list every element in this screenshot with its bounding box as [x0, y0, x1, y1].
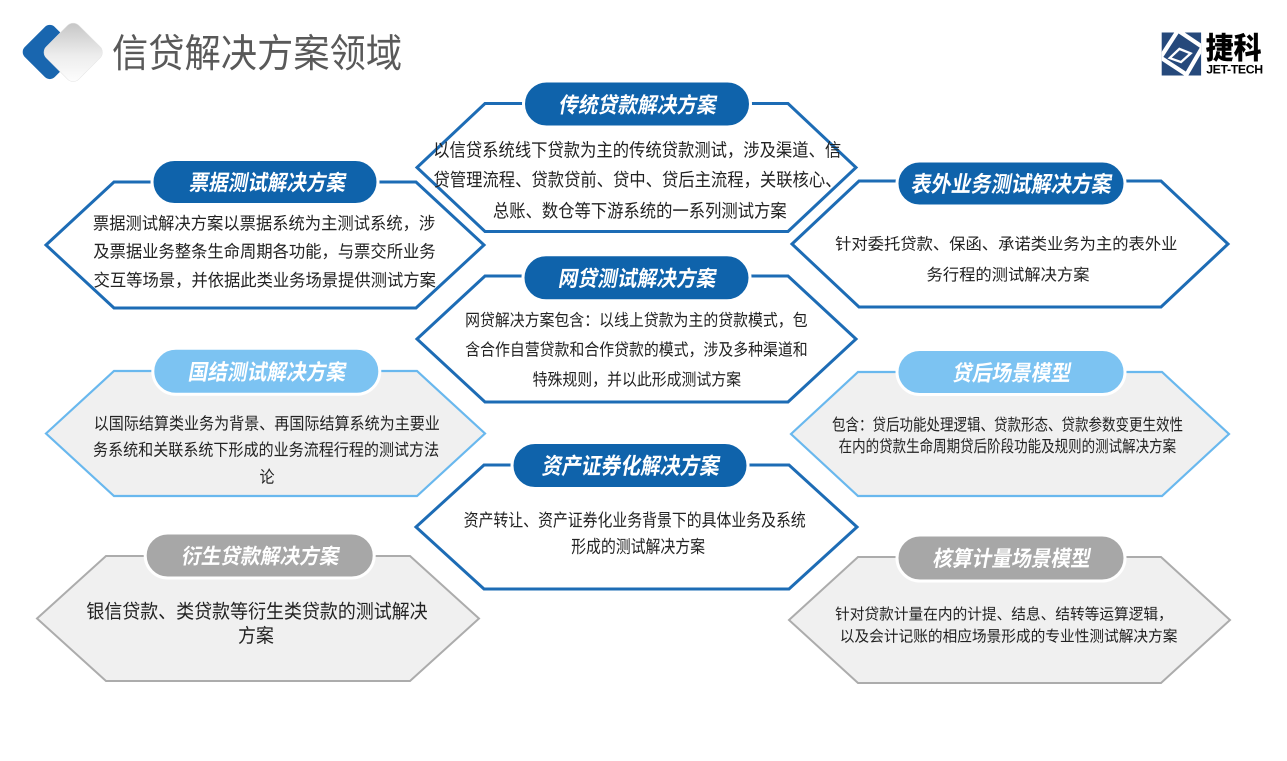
- svg-text:JET-TECH: JET-TECH: [1206, 63, 1263, 77]
